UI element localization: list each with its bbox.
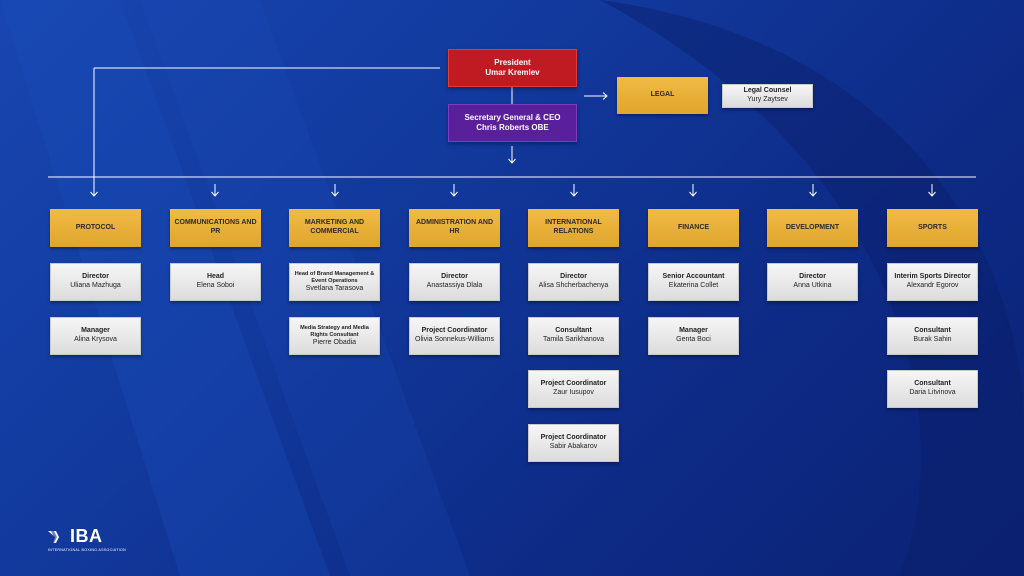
department-label: MARKETING AND COMMERCIAL	[304, 219, 365, 235]
staff-role: Director	[799, 273, 826, 281]
staff-name: Burak Sahin	[913, 336, 952, 343]
department-label: ADMINISTRATION AND HR	[416, 219, 493, 235]
legal-counsel-role: Legal Counsel	[743, 87, 792, 95]
staff-role: Consultant	[914, 327, 951, 335]
staff-role: Director	[441, 273, 468, 281]
ceo-bus-arrow	[508, 158, 516, 164]
logo-mark: IBA	[70, 526, 103, 546]
staff-name: Alina Krysova	[74, 336, 117, 343]
staff-role: Project Coordinator	[421, 327, 488, 335]
department-box: INTERNATIONAL RELATIONS	[528, 209, 619, 247]
staff-role: Head	[206, 273, 225, 281]
legal-counsel-name: Yury Zaytsev	[747, 96, 788, 103]
department-arrow	[211, 191, 219, 197]
department-box: PROTOCOL	[50, 209, 141, 247]
staff-role: Project Coordinator	[540, 434, 607, 442]
president-role: President	[494, 58, 531, 67]
department-label: SPORTS	[918, 223, 947, 231]
department-box: SPORTS	[887, 209, 978, 247]
staff-role: Head of Brand Management & Event Operati…	[294, 270, 375, 284]
staff-name: Uliana Mazhuga	[70, 282, 121, 289]
staff-name: Genta Boci	[676, 336, 711, 343]
staff-name: Anastassiya Dlala	[426, 282, 483, 289]
staff-role: Interim Sports Director	[894, 273, 971, 281]
department-arrow	[570, 191, 578, 197]
department-box: MARKETING AND COMMERCIAL	[289, 209, 380, 247]
staff-role: Senior Accountant	[662, 273, 725, 281]
staff-name: Tamila Sarikhanova	[542, 336, 605, 343]
president-name: Umar Kremlev	[485, 68, 540, 77]
iba-logo: IBA INTERNATIONAL BOXING ASSOCIATION	[48, 526, 126, 552]
staff-name: Alexandr Egorov	[906, 282, 959, 289]
department-label: FINANCE	[677, 223, 710, 231]
staff-name: Sabir Abakarov	[549, 443, 598, 450]
department-arrow	[450, 191, 458, 197]
staff-name: Elena Soboi	[196, 282, 235, 289]
staff-name: Ekaterina Collet	[668, 282, 719, 289]
staff-card: Head of Brand Management & Event Operati…	[289, 263, 380, 301]
department-box: COMMUNICATIONS AND PR	[170, 209, 261, 247]
president-box: President Umar Kremlev	[448, 49, 577, 87]
department-label: INTERNATIONAL RELATIONS	[545, 219, 602, 235]
logo-tagline: INTERNATIONAL BOXING ASSOCIATION	[48, 548, 127, 552]
ceo-name: Chris Roberts OBE	[476, 123, 549, 132]
staff-role: Consultant	[914, 380, 951, 388]
department-label: DEVELOPMENT	[785, 223, 840, 231]
legal-arrow	[602, 92, 608, 100]
staff-role: Project Coordinator	[540, 380, 607, 388]
department-box: FINANCE	[648, 209, 739, 247]
department-arrow	[928, 191, 936, 197]
legal-box: LEGAL	[617, 77, 708, 114]
ceo-role: Secretary General & CEO	[464, 113, 561, 122]
staff-role: Manager	[81, 327, 110, 335]
ceo-box: Secretary General & CEO Chris Roberts OB…	[448, 104, 577, 142]
staff-name: Pierre Obadia	[312, 338, 357, 346]
department-label: COMMUNICATIONS AND PR	[174, 219, 257, 235]
legal-label: LEGAL	[650, 91, 675, 99]
staff-card: Media Strategy and Media Rights Consulta…	[289, 317, 380, 355]
staff-name: Svetlana Tarasova	[305, 284, 364, 292]
department-arrow	[331, 191, 339, 197]
staff-role: Media Strategy and Media Rights Consulta…	[300, 324, 369, 338]
staff-role: Director	[82, 273, 109, 281]
staff-name: Anna Utkina	[793, 282, 832, 289]
staff-role: Consultant	[555, 327, 592, 335]
iba-wing-icon	[48, 530, 59, 543]
protocol-arrow	[90, 191, 98, 197]
staff-role: Manager	[679, 327, 708, 335]
department-box: DEVELOPMENT	[767, 209, 858, 247]
staff-role: Director	[560, 273, 587, 281]
legal-counsel-box: Legal Counsel Yury Zaytsev	[722, 84, 813, 108]
department-arrow	[809, 191, 817, 197]
staff-name: Daria Litvinova	[909, 389, 956, 396]
staff-name: Alisa Shcherbachenya	[538, 282, 609, 289]
department-arrow	[689, 191, 697, 197]
staff-name: Zaur Iusupov	[553, 389, 594, 396]
department-box: ADMINISTRATION AND HR	[409, 209, 500, 247]
department-label: PROTOCOL	[75, 223, 116, 231]
staff-name: Olivia Sonnekus-Williams	[415, 336, 494, 343]
